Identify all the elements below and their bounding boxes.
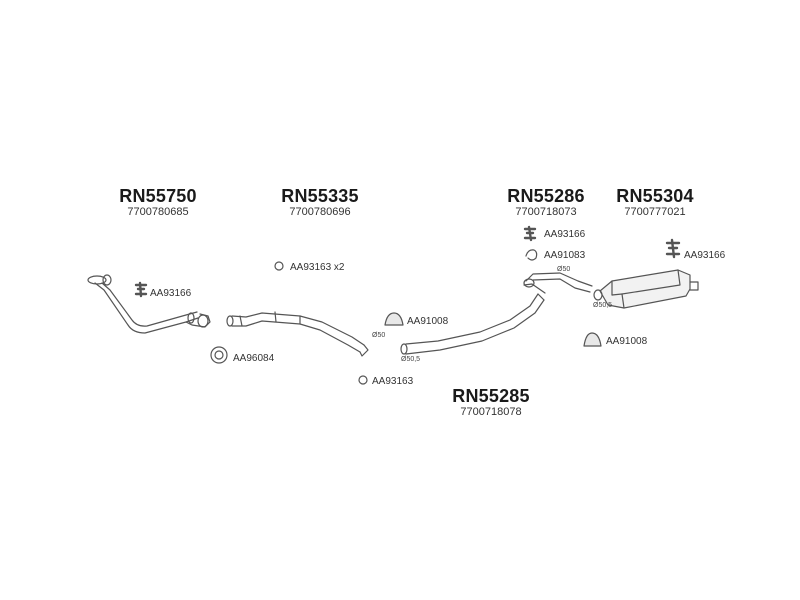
accessory-label: AA93163: [372, 376, 414, 387]
clamp-icon-2: [583, 332, 602, 347]
part-code: RN55304: [616, 186, 694, 206]
ring-icon-2: [358, 375, 368, 385]
diameter-label: Ø50,5: [401, 356, 421, 363]
clamp-icon: [384, 312, 404, 326]
part-code: RN55750: [119, 186, 197, 206]
diameter-label: Ø50,5: [593, 302, 613, 309]
part-ref: 7700718078: [460, 406, 522, 418]
intermediate-pipe-drawing: [226, 311, 369, 357]
ring-icon: [274, 261, 284, 271]
part-code: RN55286: [507, 186, 585, 206]
part-code: RN55335: [281, 186, 359, 206]
part-ref: 7700718073: [515, 206, 577, 218]
rear-pipe-drawing: [400, 293, 545, 355]
gasket-icon: [210, 346, 228, 364]
part-label-centre-pipe: RN55286 7700718073: [496, 187, 596, 218]
accessory-label: AA91008: [606, 336, 648, 347]
hanger-icon-3: [665, 238, 681, 259]
hanger-icon: [134, 281, 148, 298]
part-ref: 7700780696: [289, 206, 351, 218]
part-code: RN55285: [452, 386, 530, 406]
part-ref: 7700780685: [127, 206, 189, 218]
part-label-silencer: RN55304 7700777021: [605, 187, 705, 218]
part-ref: 7700777021: [624, 206, 686, 218]
accessory-label: AA91083: [544, 250, 586, 261]
clip-icon: [525, 249, 538, 261]
diameter-label: Ø50: [557, 266, 571, 273]
accessory-label: AA93163 x2: [290, 262, 345, 273]
centre-pipe-drawing: [523, 272, 593, 294]
part-label-front-pipe: RN55750 7700780685: [108, 187, 208, 218]
silencer-drawing: [593, 269, 699, 309]
accessory-label: AA93166: [684, 250, 726, 261]
accessory-label: AA96084: [233, 353, 275, 364]
front-pipe-drawing: [87, 274, 211, 334]
accessory-label: AA93166: [544, 229, 586, 240]
accessory-label: AA91008: [407, 316, 449, 327]
accessory-label: AA93166: [150, 288, 192, 299]
hanger-icon-2: [523, 225, 537, 242]
diameter-label: Ø50: [372, 332, 386, 339]
part-label-intermediate-pipe: RN55335 7700780696: [270, 187, 370, 218]
part-label-rear-pipe: RN55285 7700718078: [441, 387, 541, 418]
